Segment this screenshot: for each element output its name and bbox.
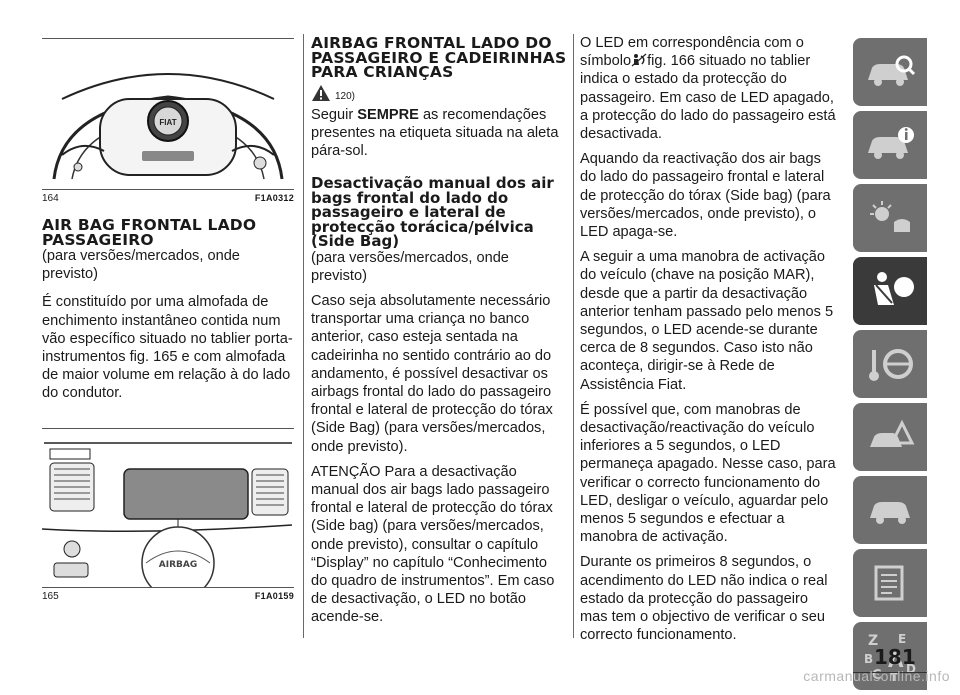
car-info-icon — [868, 127, 914, 159]
figure-number: 165 — [42, 590, 59, 602]
tab-roadside-emergency[interactable] — [853, 403, 927, 471]
figure-164: FIAT — [42, 38, 294, 189]
passenger-airbag-off-icon — [631, 53, 647, 67]
svg-text:T: T — [890, 671, 898, 683]
tab-maintenance[interactable] — [853, 476, 927, 544]
figure-number: 164 — [42, 193, 59, 204]
tab-lights[interactable] — [853, 184, 927, 252]
specs-list-icon — [874, 565, 904, 601]
tab-car-info[interactable] — [853, 111, 927, 179]
subsection-heading: Desactivação manual dos air bags frontal… — [311, 174, 554, 251]
car-wrench-icon — [870, 502, 910, 524]
paragraph: Seguir SEMPRE as recomendações presentes… — [311, 106, 559, 159]
steering-wheel-illustration: FIAT — [52, 73, 284, 180]
watermark: carmanualsonline.info — [803, 668, 950, 684]
paragraph: Caso seja absolutamente necessário trans… — [311, 293, 553, 455]
figure-code: F1A0159 — [254, 590, 294, 601]
warning-triangle-icon — [312, 84, 330, 101]
airbag-badge-text: AIRBAG — [159, 560, 197, 570]
paragraph: É constituído por uma almofada de enchim… — [42, 294, 293, 402]
page-number-underline — [853, 672, 927, 673]
lights-icon — [870, 201, 910, 232]
section-subtitle: (para versões/mercados, onde previsto) — [42, 248, 240, 283]
column-divider — [573, 34, 574, 638]
car-search-icon — [868, 55, 916, 86]
tab-index[interactable]: Z E B A C T D — [853, 622, 927, 690]
tab-safety-airbag[interactable] — [853, 257, 927, 325]
figure-164-caption: 164 F1A0312 — [42, 190, 294, 204]
svg-text:Z: Z — [868, 633, 878, 649]
svg-text:C: C — [872, 668, 882, 683]
column-middle: AIRBAG FRONTAL LADO DO PASSAGEIRO E CADE… — [311, 34, 567, 627]
tab-car-search[interactable] — [853, 38, 927, 106]
fiat-logo-text: FIAT — [159, 118, 176, 127]
tab-key-steering[interactable] — [853, 330, 927, 398]
key-steering-icon — [869, 349, 913, 381]
paragraph: A seguir a uma manobra de activação do v… — [580, 249, 834, 393]
seat-airbag-icon — [874, 272, 914, 305]
dashboard-airbag-illustration: AIRBAG — [42, 441, 293, 587]
svg-text:A: A — [888, 648, 904, 672]
svg-text:D: D — [906, 662, 916, 676]
warning-reference: 120) — [311, 84, 567, 102]
paragraph: É possível que, com manobras de desactiv… — [580, 401, 836, 546]
figure-165: AIRBAG — [42, 428, 294, 587]
paragraph: Durante os primeiros 8 segundos, o acend… — [580, 554, 828, 644]
chapter-tabs: Z E B A C T D — [853, 38, 927, 695]
warning-ref-number: 120) — [335, 90, 356, 102]
roadside-warning-icon — [870, 419, 915, 447]
paragraph: ATENÇÃO Para a desactivação manual dos a… — [311, 463, 555, 626]
section-subtitle: (para versões/mercados, onde previsto) — [311, 249, 509, 284]
svg-text:E: E — [898, 632, 906, 646]
figure-165-caption: 165 F1A0159 — [42, 588, 294, 602]
section-heading: AIRBAG FRONTAL LADO DO PASSAGEIRO E CADE… — [311, 34, 567, 81]
section-heading: AIR BAG FRONTAL LADO PASSAGEIRO — [42, 216, 257, 249]
svg-text:B: B — [864, 652, 873, 666]
column-divider — [303, 34, 304, 638]
alphabet-index-icon: Z E B A C T D — [864, 632, 916, 683]
tab-technical-data[interactable] — [853, 549, 927, 617]
page-number: 181 — [874, 645, 916, 669]
paragraph: Aquando da reactivação dos air bags do l… — [580, 151, 831, 241]
column-left: FIAT 164 F1A0312 AIR BAG FRONTAL LADO PA… — [42, 38, 294, 602]
figure-code: F1A0312 — [254, 193, 294, 203]
